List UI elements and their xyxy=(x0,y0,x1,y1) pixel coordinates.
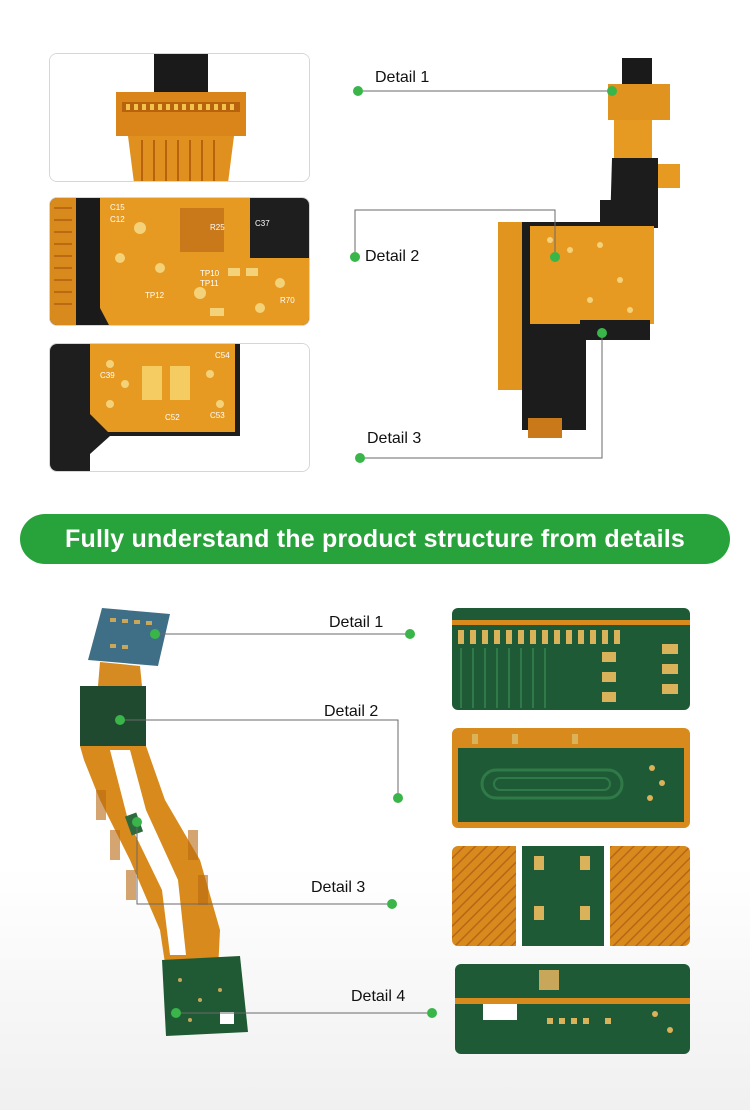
bottom-callout-4-target-dot xyxy=(171,1008,181,1018)
bottom-callout-2-target-dot xyxy=(115,715,125,725)
bottom-callout-4-label: Detail 4 xyxy=(351,988,406,1005)
bottom-callout-2-dot xyxy=(393,793,403,803)
bottom-callout-1-target-dot xyxy=(150,629,160,639)
top-callout-3-target-dot xyxy=(597,328,607,338)
flex-connector-closeup-image xyxy=(50,54,309,181)
svg-text:TP11: TP11 xyxy=(200,279,219,288)
top-callout-2-target-dot xyxy=(550,252,560,262)
bottom-detail-photo-2 xyxy=(452,728,690,828)
svg-text:C15: C15 xyxy=(110,203,125,212)
bottom-callout-2-label: Detail 2 xyxy=(324,703,379,720)
bottom-callout-3-label: Detail 3 xyxy=(311,879,366,896)
section-banner: Fully understand the product structure f… xyxy=(20,514,730,564)
svg-text:R25: R25 xyxy=(210,223,225,232)
bottom-callout-1-label: Detail 1 xyxy=(329,614,384,631)
top-callout-2-label: Detail 2 xyxy=(365,248,420,265)
bottom-detail-photo-1 xyxy=(452,608,690,710)
svg-text:C53: C53 xyxy=(210,411,225,420)
top-callout-1-label: Detail 1 xyxy=(375,69,430,86)
top-callout-3-dot xyxy=(355,453,365,463)
svg-text:R70: R70 xyxy=(280,296,295,305)
svg-text:C37: C37 xyxy=(255,219,270,228)
top-callout-2-dot xyxy=(350,252,360,262)
svg-text:C39: C39 xyxy=(100,371,115,380)
top-callout-1-target-dot xyxy=(607,86,617,96)
bottom-callout-1-dot xyxy=(405,629,415,639)
top-callout-3-label: Detail 3 xyxy=(367,430,422,447)
rigid-flex-board-top-image xyxy=(498,58,680,438)
svg-text:TP10: TP10 xyxy=(200,269,220,278)
top-callout-1-dot xyxy=(353,86,363,96)
svg-text:C52: C52 xyxy=(165,413,180,422)
bottom-detail-photo-3 xyxy=(452,846,690,946)
bottom-callout-4-dot xyxy=(427,1008,437,1018)
bottom-callout-3-target-dot xyxy=(132,817,142,827)
bottom-detail-photo-4 xyxy=(455,964,690,1054)
top-detail-card-1 xyxy=(49,53,310,182)
bottom-callout-3-dot xyxy=(387,899,397,909)
svg-text:C12: C12 xyxy=(110,215,125,224)
rigid-flex-board-bottom-image xyxy=(80,608,248,1036)
svg-text:C54: C54 xyxy=(215,351,230,360)
svg-text:TP12: TP12 xyxy=(145,291,165,300)
